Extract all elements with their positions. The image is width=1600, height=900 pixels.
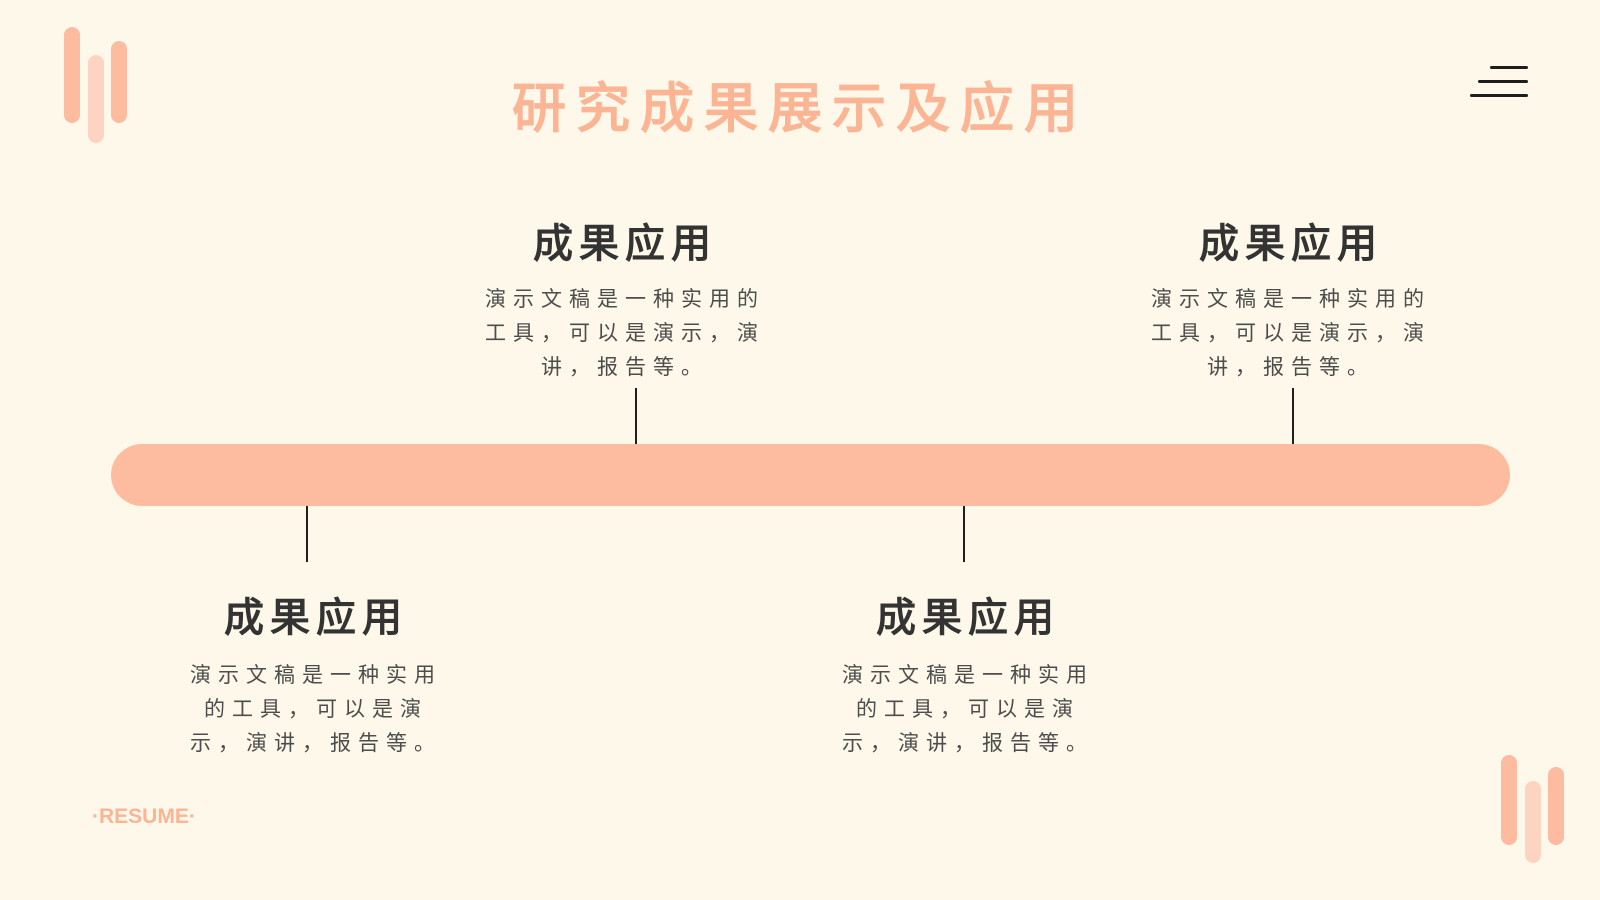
menu-line (1490, 66, 1528, 69)
timeline-item-1: 成果应用 演示文稿是一种实用的工具，可以是演示，演讲，报告等。 (166, 592, 466, 760)
item-heading: 成果应用 (876, 595, 1060, 641)
deco-bar (111, 41, 127, 123)
item-heading: 成果应用 (224, 595, 408, 641)
connector-line (635, 388, 637, 444)
page-title: 研究成果展示及应用 (512, 77, 1088, 140)
deco-bar (1548, 767, 1564, 845)
deco-bar (88, 55, 104, 143)
item-heading: 成果应用 (1199, 221, 1383, 267)
item-description: 演示文稿是一种实用的工具，可以是演示，演讲，报告等。 (190, 663, 442, 755)
item-description: 演示文稿是一种实用的工具，可以是演示，演讲，报告等。 (842, 663, 1094, 755)
item-description: 演示文稿是一种实用的工具，可以是演示，演讲，报告等。 (1151, 287, 1431, 379)
timeline-item-3: 成果应用 演示文稿是一种实用的工具，可以是演示，演讲，报告等。 (818, 592, 1118, 760)
timeline-item-2: 成果应用 演示文稿是一种实用的工具，可以是演示，演讲，报告等。 (475, 218, 775, 384)
item-heading: 成果应用 (533, 221, 717, 267)
deco-bar (1525, 781, 1541, 863)
item-description: 演示文稿是一种实用的工具，可以是演示，演讲，报告等。 (485, 287, 765, 379)
timeline-bar (111, 444, 1510, 506)
menu-line (1470, 94, 1528, 97)
connector-line (963, 506, 965, 562)
deco-bar (1501, 755, 1517, 845)
connector-line (1292, 388, 1294, 444)
menu-line (1478, 80, 1528, 83)
connector-line (306, 506, 308, 562)
menu-icon[interactable] (1470, 66, 1530, 100)
timeline-item-4: 成果应用 演示文稿是一种实用的工具，可以是演示，演讲，报告等。 (1141, 218, 1441, 384)
resume-label: ·RESUME· (92, 805, 196, 828)
deco-bar (64, 27, 80, 123)
